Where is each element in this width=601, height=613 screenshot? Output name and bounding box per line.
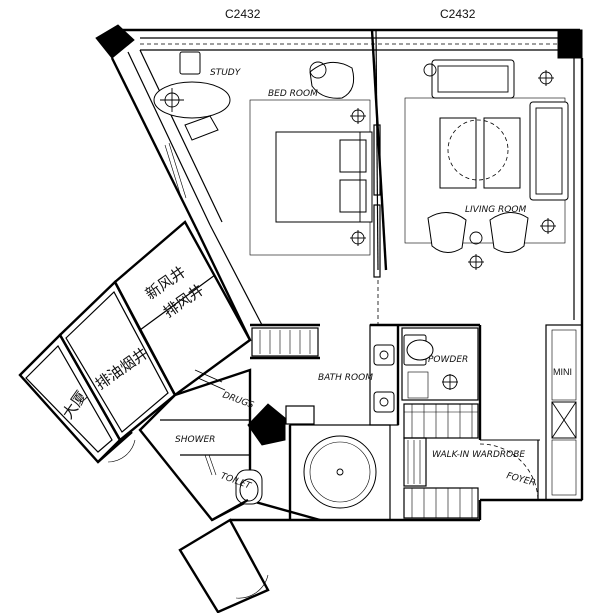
study: STUDY	[153, 51, 242, 141]
walk-in-wardrobe-label: WALK-IN WARDROBE	[432, 450, 525, 460]
walk-in-wardrobe: WALK-IN WARDROBE	[403, 403, 525, 519]
bathroom-label: BATH ROOM	[318, 373, 373, 383]
window-label-right: C2432	[440, 7, 476, 21]
outer-walls	[95, 24, 584, 522]
bedroom: BED ROOM	[249, 29, 388, 325]
smoke-shaft-label: 排油烟井	[92, 344, 151, 393]
powder-label: POWDER	[428, 355, 468, 365]
bedroom-label: BED ROOM	[268, 89, 318, 99]
foyer: FOYER	[478, 325, 540, 501]
bathroom: BATH ROOM	[247, 323, 480, 521]
shower-label: SHOWER	[175, 435, 215, 445]
window-label-left: C2432	[225, 7, 261, 21]
shaft-block: 新风井 排风井 排油烟井 大厦	[18, 220, 252, 464]
foyer-label: FOYER	[505, 471, 536, 488]
powder-room: POWDER	[401, 327, 479, 401]
living-room: LIVING ROOM	[404, 59, 569, 270]
living-room-label: LIVING ROOM	[465, 205, 526, 215]
mini-bar: MINI	[545, 324, 583, 501]
mini-label: MINI	[553, 367, 572, 377]
study-label: STUDY	[210, 68, 242, 78]
